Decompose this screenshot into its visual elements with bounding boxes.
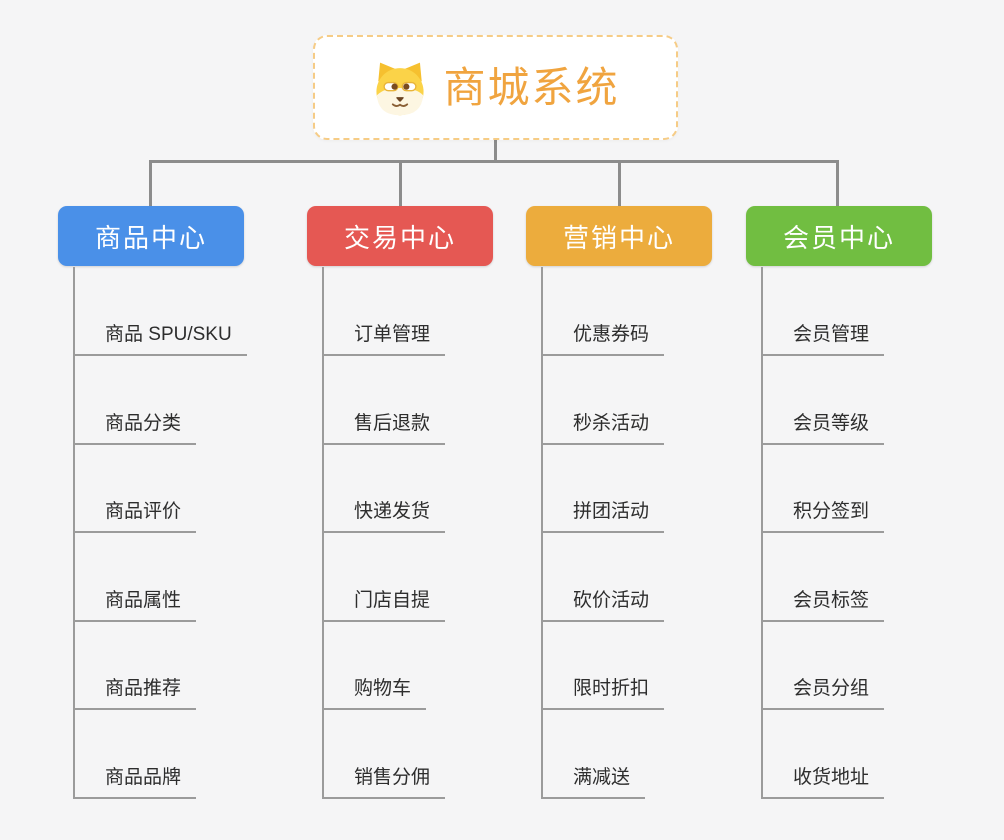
mindmap-node[interactable]: 快递发货 xyxy=(322,499,446,533)
branch-header-trade-center[interactable]: 交易中心 xyxy=(307,206,493,266)
branch-header-product-center[interactable]: 商品中心 xyxy=(58,206,244,266)
branch-header-marketing-center[interactable]: 营销中心 xyxy=(526,206,712,266)
connector-drop-marketing-center xyxy=(618,160,621,207)
mindmap-node[interactable]: 秒杀活动 xyxy=(541,411,665,445)
branch-items-member-center: 会员管理 会员等级 积分签到 会员标签 会员分组 收货地址 xyxy=(761,267,991,799)
mindmap-node[interactable]: 砍价活动 xyxy=(541,588,665,622)
connector-horizontal-rail xyxy=(149,160,839,163)
mindmap-node[interactable]: 订单管理 xyxy=(322,322,446,356)
mindmap-node[interactable]: 限时折扣 xyxy=(541,676,665,710)
connector-drop-trade-center xyxy=(399,160,402,207)
mindmap-node[interactable]: 商品推荐 xyxy=(73,676,197,710)
mindmap-node[interactable]: 销售分佣 xyxy=(322,765,446,799)
mindmap-node[interactable]: 拼团活动 xyxy=(541,499,665,533)
root-node[interactable]: 商城系统 xyxy=(313,35,678,140)
dog-face-icon xyxy=(376,62,425,115)
mindmap-node[interactable]: 优惠券码 xyxy=(541,322,665,356)
branch-items-trade-center: 订单管理 售后退款 快递发货 门店自提 购物车 销售分佣 xyxy=(322,267,552,799)
mindmap-node[interactable]: 商品评价 xyxy=(73,499,197,533)
mindmap-node[interactable]: 商品 SPU/SKU xyxy=(73,322,247,356)
mindmap-node[interactable]: 商品品牌 xyxy=(73,765,197,799)
mindmap-node[interactable]: 会员分组 xyxy=(761,676,885,710)
branch-header-member-center[interactable]: 会员中心 xyxy=(746,206,932,266)
branch-items-product-center: 商品 SPU/SKU 商品分类 商品评价 商品属性 商品推荐 商品品牌 xyxy=(73,267,303,799)
mindmap-node[interactable]: 会员标签 xyxy=(761,588,885,622)
mindmap-node[interactable]: 门店自提 xyxy=(322,588,446,622)
mindmap-node[interactable]: 会员等级 xyxy=(761,411,885,445)
mindmap-node[interactable]: 积分签到 xyxy=(761,499,885,533)
connector-drop-member-center xyxy=(836,160,839,207)
mindmap-node[interactable]: 收货地址 xyxy=(761,765,885,799)
mindmap-node[interactable]: 商品分类 xyxy=(73,411,197,445)
mindmap-node[interactable]: 购物车 xyxy=(322,676,427,710)
root-title: 商城系统 xyxy=(443,63,620,111)
mindmap-node[interactable]: 会员管理 xyxy=(761,322,885,356)
mindmap-node[interactable]: 售后退款 xyxy=(322,411,446,445)
branch-items-marketing-center: 优惠券码 秒杀活动 拼团活动 砍价活动 限时折扣 满减送 xyxy=(541,267,771,799)
mindmap-node[interactable]: 商品属性 xyxy=(73,588,197,622)
connector-root-drop xyxy=(494,139,497,163)
connector-drop-product-center xyxy=(149,160,152,207)
mindmap-node[interactable]: 满减送 xyxy=(541,765,646,799)
